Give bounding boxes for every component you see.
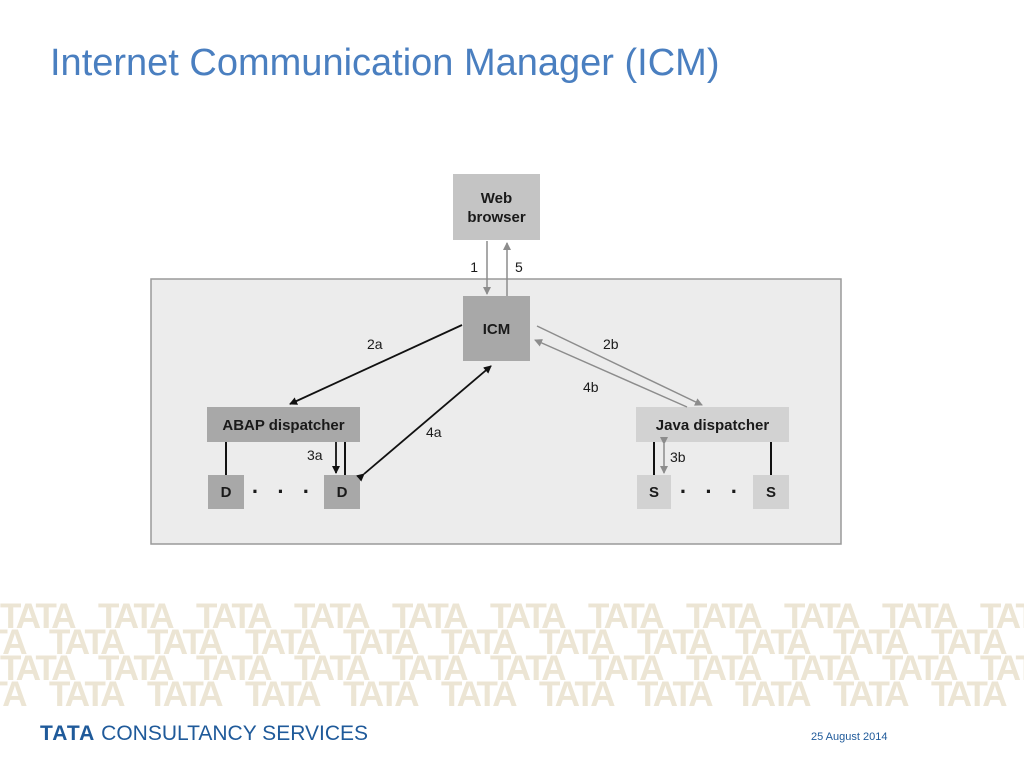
pattern-glyph: TATA xyxy=(196,600,272,636)
arrow-3a-label: 3a xyxy=(307,447,323,463)
pattern-glyph: TATA xyxy=(637,623,713,662)
pattern-glyph: TATA xyxy=(980,600,1024,636)
icm-node: ICM xyxy=(463,296,530,361)
java-ellipsis: · · · xyxy=(680,479,744,504)
java-dispatcher-node: Java dispatcher xyxy=(636,407,789,442)
pattern-glyph: TATA xyxy=(49,623,125,662)
pattern-glyph: TATA xyxy=(0,600,76,636)
pattern-glyph: TATA xyxy=(735,675,811,712)
web-browser-label-line1: Web xyxy=(481,190,512,207)
pattern-glyph: TATA xyxy=(833,623,909,662)
pattern-glyph: TATA xyxy=(588,649,664,688)
pattern-glyph: TATA xyxy=(588,600,664,636)
company-logo: TATA CONSULTANCY SERVICES xyxy=(40,722,368,746)
arrow-5-label: 5 xyxy=(515,259,523,275)
abap-dispatcher-node: ABAP dispatcher xyxy=(207,407,360,442)
pattern-glyph: TATA xyxy=(441,623,517,662)
pattern-glyph: TATA xyxy=(245,623,321,662)
pattern-glyph: TATA xyxy=(147,623,223,662)
svg-text:D: D xyxy=(337,484,348,501)
arrow-1-label: 1 xyxy=(470,259,478,275)
pattern-glyph: TATA xyxy=(490,649,566,688)
pattern-glyph: TATA xyxy=(833,675,909,712)
pattern-glyph: TATA xyxy=(637,675,713,712)
pattern-glyph: TATA xyxy=(931,675,1007,712)
pattern-glyph: TATA xyxy=(882,600,958,636)
web-browser-node: Web browser xyxy=(453,174,540,240)
pattern-glyph: TATA xyxy=(686,649,762,688)
pattern-glyph: TATA xyxy=(980,649,1024,688)
arrow-3b-label: 3b xyxy=(670,449,686,465)
arrow-2a xyxy=(289,324,463,405)
icm-diagram: Web browser ICM ABAP dispatcher Java dis… xyxy=(150,174,842,545)
pattern-glyph: TATA xyxy=(343,623,419,662)
pattern-glyph: TATA xyxy=(98,600,174,636)
pattern-glyph: TATA xyxy=(294,600,370,636)
pattern-glyph: TATA xyxy=(49,675,125,712)
abap-work-process-right: D xyxy=(324,475,360,509)
pattern-glyph: TATA xyxy=(147,675,223,712)
abap-work-process-left: D xyxy=(208,475,244,509)
pattern-glyph: TATA xyxy=(343,675,419,712)
icm-label: ICM xyxy=(483,321,511,338)
pattern-glyph: TATA xyxy=(784,600,860,636)
java-dispatcher-label: Java dispatcher xyxy=(656,417,770,434)
arrow-2a-label: 2a xyxy=(367,336,383,352)
arrow-4b-label: 4b xyxy=(583,379,599,395)
slide-date: 25 August 2014 xyxy=(811,731,888,743)
pattern-glyph: TATA xyxy=(539,623,615,662)
pattern-glyph: TATA xyxy=(686,600,762,636)
pattern-glyph: TATA xyxy=(392,649,468,688)
java-server-process-left: S xyxy=(637,475,671,509)
pattern-glyph: TATA xyxy=(784,649,860,688)
pattern-glyph: TATA xyxy=(490,600,566,636)
arrow-4a xyxy=(356,365,492,482)
logo-company-text: CONSULTANCY SERVICES xyxy=(101,722,369,745)
pattern-glyph: TATA xyxy=(931,623,1007,662)
pattern-glyph: TATA xyxy=(196,649,272,688)
arrow-2b-label: 2b xyxy=(603,336,619,352)
pattern-glyph: TATA xyxy=(0,675,27,712)
svg-text:D: D xyxy=(221,484,232,501)
pattern-glyph: TATA xyxy=(245,675,321,712)
pattern-glyph: TATA xyxy=(441,675,517,712)
logo-brand-text: TATA xyxy=(40,722,96,745)
pattern-glyph: TATA xyxy=(0,649,76,688)
svg-text:S: S xyxy=(766,484,776,501)
arrow-4a-label: 4a xyxy=(426,424,442,440)
arrow-4b xyxy=(534,339,688,408)
page-title: Internet Communication Manager (ICM) xyxy=(50,42,720,84)
svg-text:S: S xyxy=(649,484,659,501)
abap-dispatcher-label: ABAP dispatcher xyxy=(222,417,344,434)
pattern-glyph: TATA xyxy=(735,623,811,662)
pattern-glyph: TATA xyxy=(882,649,958,688)
web-browser-label-line2: browser xyxy=(467,209,526,226)
pattern-glyph: TATA xyxy=(98,649,174,688)
java-server-process-right: S xyxy=(753,475,789,509)
arrow-2b xyxy=(536,325,703,406)
abap-ellipsis: · · · xyxy=(252,479,316,504)
pattern-glyph: TATA xyxy=(539,675,615,712)
pattern-glyph: TATA xyxy=(294,649,370,688)
pattern-glyph: TATA xyxy=(392,600,468,636)
